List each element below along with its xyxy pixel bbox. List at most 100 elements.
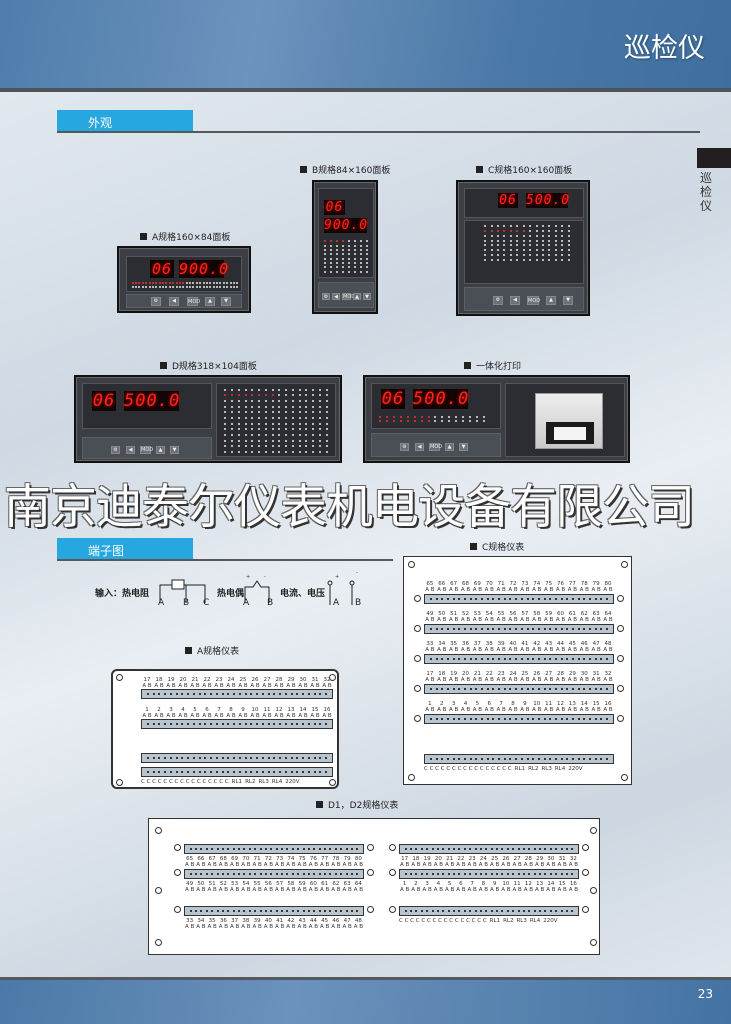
- terminal-screw: [572, 658, 575, 660]
- up-button[interactable]: ▲: [546, 296, 556, 305]
- channel-led: [348, 244, 350, 247]
- terminal-screw: [537, 658, 540, 660]
- up-button[interactable]: ▲: [445, 443, 454, 451]
- up-button[interactable]: ▲: [156, 446, 165, 454]
- down-button[interactable]: ▼: [459, 443, 468, 451]
- terminal-screw: [453, 848, 456, 850]
- channel-led: [497, 239, 500, 242]
- terminal-screw: [453, 910, 456, 912]
- channel-led: [330, 248, 332, 251]
- shift-button[interactable]: ◀: [510, 296, 520, 305]
- channel-led: [226, 282, 229, 284]
- set-button[interactable]: ⚙: [493, 296, 503, 305]
- terminal-screw: [498, 758, 501, 760]
- channel-led: [360, 248, 362, 251]
- mount-hole: [116, 779, 123, 786]
- channel-led: [386, 416, 389, 418]
- terminal-screw: [481, 718, 484, 720]
- channel-led: [490, 253, 493, 256]
- terminal-screw: [479, 873, 482, 875]
- terminal-screw: [307, 910, 310, 912]
- terminal-screw: [515, 598, 518, 600]
- terminal-screw: [555, 910, 558, 912]
- channel-led: [195, 282, 198, 284]
- channel-led: [542, 230, 545, 233]
- channel-led: [231, 394, 234, 397]
- channel-led: [406, 416, 409, 418]
- mount-hole: [617, 595, 624, 602]
- terminal-screw: [526, 718, 529, 720]
- down-button[interactable]: ▼: [170, 446, 179, 454]
- channel-led: [318, 428, 321, 431]
- channel-led: [251, 411, 254, 414]
- mod-button[interactable]: MOD: [429, 443, 443, 451]
- terminal-screw: [522, 848, 525, 850]
- mount-hole: [621, 774, 628, 781]
- mod-button[interactable]: MOD: [342, 293, 356, 300]
- up-button[interactable]: ▲: [205, 297, 215, 306]
- terminal-screw: [238, 723, 241, 725]
- mod-button[interactable]: MOD: [187, 297, 201, 306]
- mod-button[interactable]: MOD: [527, 296, 541, 305]
- terminal-screw: [469, 873, 472, 875]
- channel-led: [348, 270, 350, 273]
- channel-led: [490, 230, 493, 233]
- power-label: 220V: [285, 779, 300, 785]
- channel-led: [237, 394, 240, 397]
- channel-led: [199, 286, 202, 288]
- terminal-screw: [198, 771, 201, 773]
- channel-led: [271, 434, 274, 437]
- mount-hole: [155, 887, 162, 894]
- terminal-screw: [158, 723, 161, 725]
- down-button[interactable]: ▼: [563, 296, 573, 305]
- set-button[interactable]: ⚙: [322, 293, 330, 300]
- shift-button[interactable]: ◀: [332, 293, 340, 300]
- terminal-strip: [184, 906, 364, 916]
- shift-button[interactable]: ◀: [415, 443, 424, 451]
- down-button[interactable]: ▼: [221, 297, 231, 306]
- channel-led: [291, 422, 294, 425]
- channel-led: [141, 286, 144, 288]
- channel-led: [503, 239, 506, 242]
- mount-hole: [389, 869, 396, 876]
- terminal-screw: [181, 723, 184, 725]
- terminal-strip: [424, 714, 614, 724]
- up-button[interactable]: ▲: [353, 293, 361, 300]
- shift-button[interactable]: ◀: [126, 446, 135, 454]
- channel-led: [509, 230, 512, 233]
- terminal-screw: [307, 848, 310, 850]
- channel-led: [151, 286, 154, 288]
- terminal-strip: [424, 594, 614, 604]
- channel-led: [291, 394, 294, 397]
- set-button[interactable]: ⚙: [151, 297, 161, 306]
- shift-button[interactable]: ◀: [169, 297, 179, 306]
- set-button[interactable]: ⚙: [400, 443, 409, 451]
- terminal-screw: [221, 910, 224, 912]
- down-button[interactable]: ▼: [363, 293, 371, 300]
- terminal-screw: [509, 628, 512, 630]
- rtd-terminal-c: C: [203, 598, 210, 608]
- terminal-screw: [498, 718, 501, 720]
- terminal-screw: [549, 598, 552, 600]
- mod-button[interactable]: MOD: [140, 446, 154, 454]
- terminal-screw: [244, 723, 247, 725]
- set-button[interactable]: ⚙: [111, 446, 120, 454]
- mount-hole: [590, 887, 597, 894]
- terminal-screw: [164, 771, 167, 773]
